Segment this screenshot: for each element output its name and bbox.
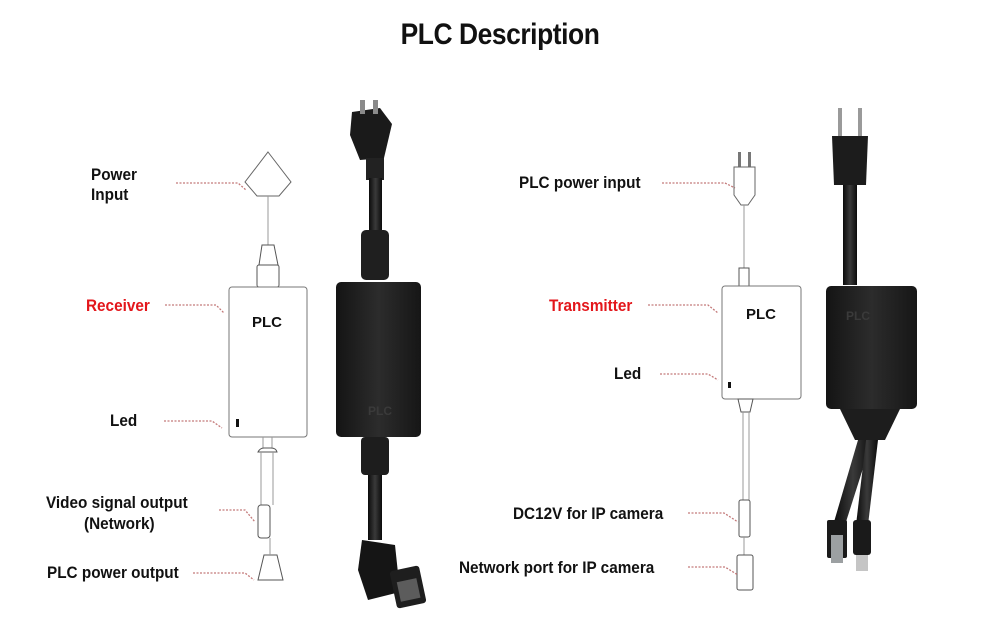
dc-plug-icon	[853, 520, 871, 555]
transmitter-drawing	[721, 152, 802, 591]
video-output-connector-icon	[257, 504, 271, 539]
transmitter-led-icon	[728, 382, 731, 388]
receiver-plug-icon	[244, 151, 292, 197]
receiver-power-input-label-line2: Input	[91, 185, 129, 204]
receiver-led-icon	[236, 419, 239, 427]
receiver-drawing	[228, 151, 308, 581]
svg-text:PLC: PLC	[368, 404, 392, 418]
transmitter-box-label: PLC	[746, 306, 776, 323]
receiver-dark-box	[336, 282, 421, 437]
dc12v-connector-icon	[738, 499, 751, 538]
receiver-leader-lines	[164, 182, 256, 581]
receiver-label: Receiver	[86, 296, 150, 315]
transmitter-led-label: Led	[614, 364, 642, 383]
plc-power-input-label: PLC power input	[519, 173, 641, 192]
svg-text:PLC: PLC	[846, 309, 870, 323]
plc-power-output-label: PLC power output	[47, 563, 179, 582]
us-plug-icon	[832, 136, 868, 185]
transmitter-photo: PLC	[826, 108, 917, 571]
receiver-photo: PLC	[336, 100, 427, 609]
receiver-led-label: Led	[110, 411, 138, 430]
network-port-icon	[736, 554, 754, 591]
receiver-box	[228, 286, 308, 438]
transmitter-box	[721, 285, 802, 400]
uk-plug-icon	[350, 108, 392, 160]
plc-power-output-socket-icon	[257, 554, 284, 581]
page-title: PLC Description	[400, 18, 600, 51]
socket-connector-icon	[358, 540, 400, 600]
transmitter-plug-icon	[733, 166, 756, 206]
receiver-strain-relief	[258, 244, 279, 266]
transmitter-dark-box	[826, 286, 917, 409]
receiver-box-label: PLC	[252, 314, 282, 331]
video-signal-output-network-label: (Network)	[84, 514, 155, 533]
transmitter-leader-lines	[648, 182, 739, 576]
network-port-label: Network port for IP camera	[459, 558, 655, 577]
video-signal-output-label: Video signal output	[46, 493, 188, 512]
receiver-power-input-label-line1: Power	[91, 165, 137, 184]
transmitter-label: Transmitter	[549, 296, 633, 315]
dc12v-label: DC12V for IP camera	[513, 504, 664, 523]
